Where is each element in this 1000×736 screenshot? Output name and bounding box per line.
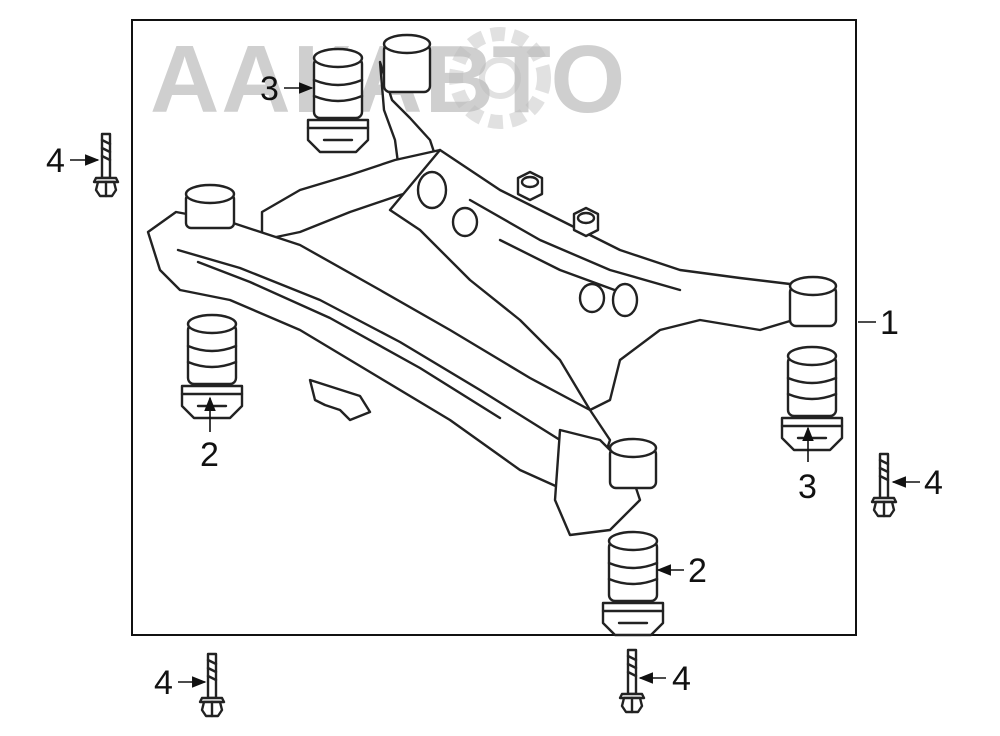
bolt-bottom-right-icon xyxy=(618,648,646,714)
callout-3-left: 3 xyxy=(260,70,279,108)
callout-2-left: 2 xyxy=(200,436,219,474)
bushing-front-left-icon xyxy=(180,313,244,420)
mount-rear-left-icon xyxy=(306,47,370,154)
callout-4-left-top: 4 xyxy=(46,142,65,180)
callout-1: 1 xyxy=(880,304,899,342)
callout-2-right: 2 xyxy=(688,552,707,590)
bolt-left-top-icon xyxy=(92,132,120,198)
callout-3-right: 3 xyxy=(798,468,817,506)
nut-icon xyxy=(516,170,544,202)
bolt-right-icon xyxy=(870,452,898,518)
bolt-bottom-left-icon xyxy=(198,652,226,718)
callout-4-bottom-left: 4 xyxy=(154,664,173,702)
nut-icon xyxy=(572,206,600,238)
callout-4-right: 4 xyxy=(924,464,943,502)
bushing-front-right-icon xyxy=(601,530,665,637)
crossmember-illustration xyxy=(146,33,838,537)
diagram-frame xyxy=(131,19,857,636)
callout-4-bottom-right: 4 xyxy=(672,660,691,698)
watermark-gear-icon xyxy=(449,27,551,129)
mount-rear-right-icon xyxy=(780,345,844,452)
